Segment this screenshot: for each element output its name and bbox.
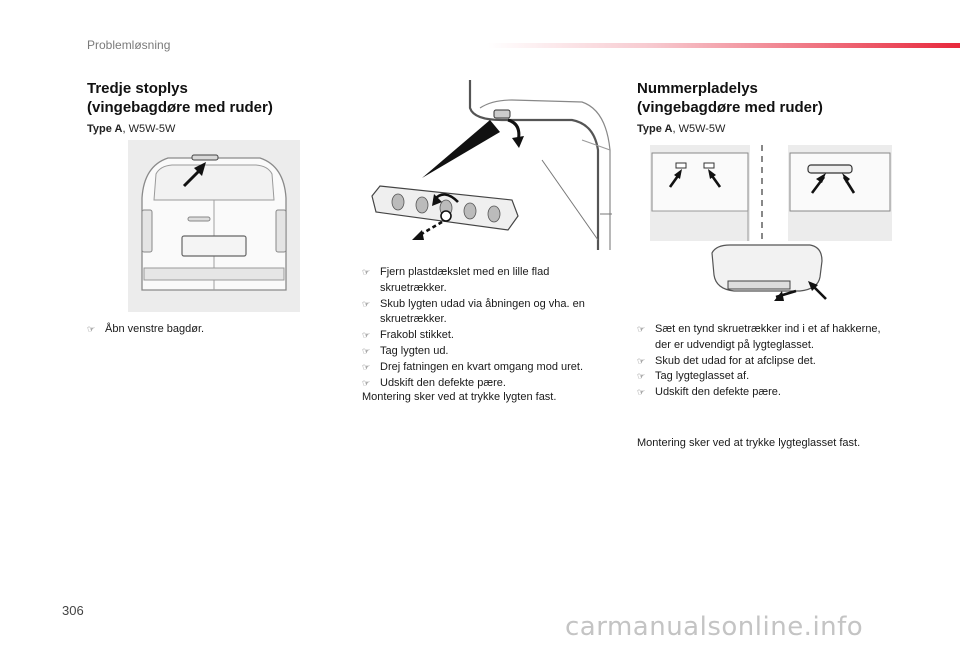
pointing-hand-icon: ☞ (362, 377, 371, 388)
pointing-hand-icon: ☞ (362, 361, 371, 372)
mounting-note: Montering sker ved at trykke lygteglasse… (637, 437, 861, 449)
plate-light-heading: Nummerpladelys (vingebagdøre med ruder) (637, 79, 823, 117)
heading-line-1: Tredje stoplys (87, 80, 188, 97)
pointing-hand-icon: ☞ (87, 324, 96, 334)
bulb-type-label: Type A (87, 123, 123, 135)
pointing-hand-icon: ☞ (362, 298, 371, 309)
heading-line-1: Nummerpladelys (637, 80, 758, 97)
step-item: ☞Udskift den defekte pære. (637, 385, 897, 401)
step-item: ☞Skub lygten udad via åbningen og vha. e… (362, 297, 585, 326)
van-rear-illustration (128, 140, 300, 312)
bulb-type-value: , W5W-5W (672, 123, 726, 135)
header-accent-bar (488, 43, 960, 48)
pointing-hand-icon: ☞ (637, 371, 646, 382)
bulb-type-value: , W5W-5W (122, 123, 176, 135)
mounting-note: Montering sker ved at trykke lygten fast… (362, 391, 557, 403)
removal-steps: ☞Fjern plastdækslet med en lille flad sk… (362, 265, 618, 391)
step-item: ☞Tag lygten ud. (362, 344, 618, 360)
plate-light-steps: ☞Sæt en tynd skruetrækker ind i et af ha… (637, 322, 897, 401)
bulb-type-label: Type A (637, 123, 673, 135)
page-number: 306 (62, 603, 84, 618)
plate-light-illustration (650, 145, 892, 301)
step-item: ☞Udskift den defekte pære. (362, 376, 618, 392)
pointing-hand-icon: ☞ (637, 355, 646, 366)
pointing-hand-icon: ☞ (362, 330, 371, 341)
pointing-hand-icon: ☞ (362, 345, 371, 356)
brake-light-heading: Tredje stoplys (vingebagdøre med ruder) (87, 79, 273, 117)
light-removal-illustration (371, 80, 612, 250)
heading-line-2: (vingebagdøre med ruder) (637, 99, 823, 116)
watermark: carmanualsonline.info (565, 612, 864, 642)
step-item: ☞Drej fatningen en kvart omgang mod uret… (362, 360, 618, 376)
brake-light-steps: ☞Åbn venstre bagdør. (87, 322, 327, 338)
pointing-hand-icon: ☞ (637, 387, 646, 398)
heading-line-2: (vingebagdøre med ruder) (87, 99, 273, 116)
step-item: ☞Fjern plastdækslet med en lille flad sk… (362, 266, 550, 294)
step-item: ☞Tag lygteglasset af. (637, 369, 897, 385)
section-title: Problemløsning (87, 38, 171, 52)
pointing-hand-icon: ☞ (362, 267, 371, 277)
step-item: ☞Åbn venstre bagdør. (87, 322, 327, 338)
step-item: ☞Skub det udad for at afclipse det. (637, 354, 897, 370)
step-item: ☞Frakobl stikket. (362, 328, 618, 344)
pointing-hand-icon: ☞ (637, 324, 646, 334)
step-item: ☞Sæt en tynd skruetrækker ind i et af ha… (637, 323, 881, 351)
bulb-type: Type A, W5W-5W (637, 123, 725, 135)
bulb-type: Type A, W5W-5W (87, 123, 175, 135)
